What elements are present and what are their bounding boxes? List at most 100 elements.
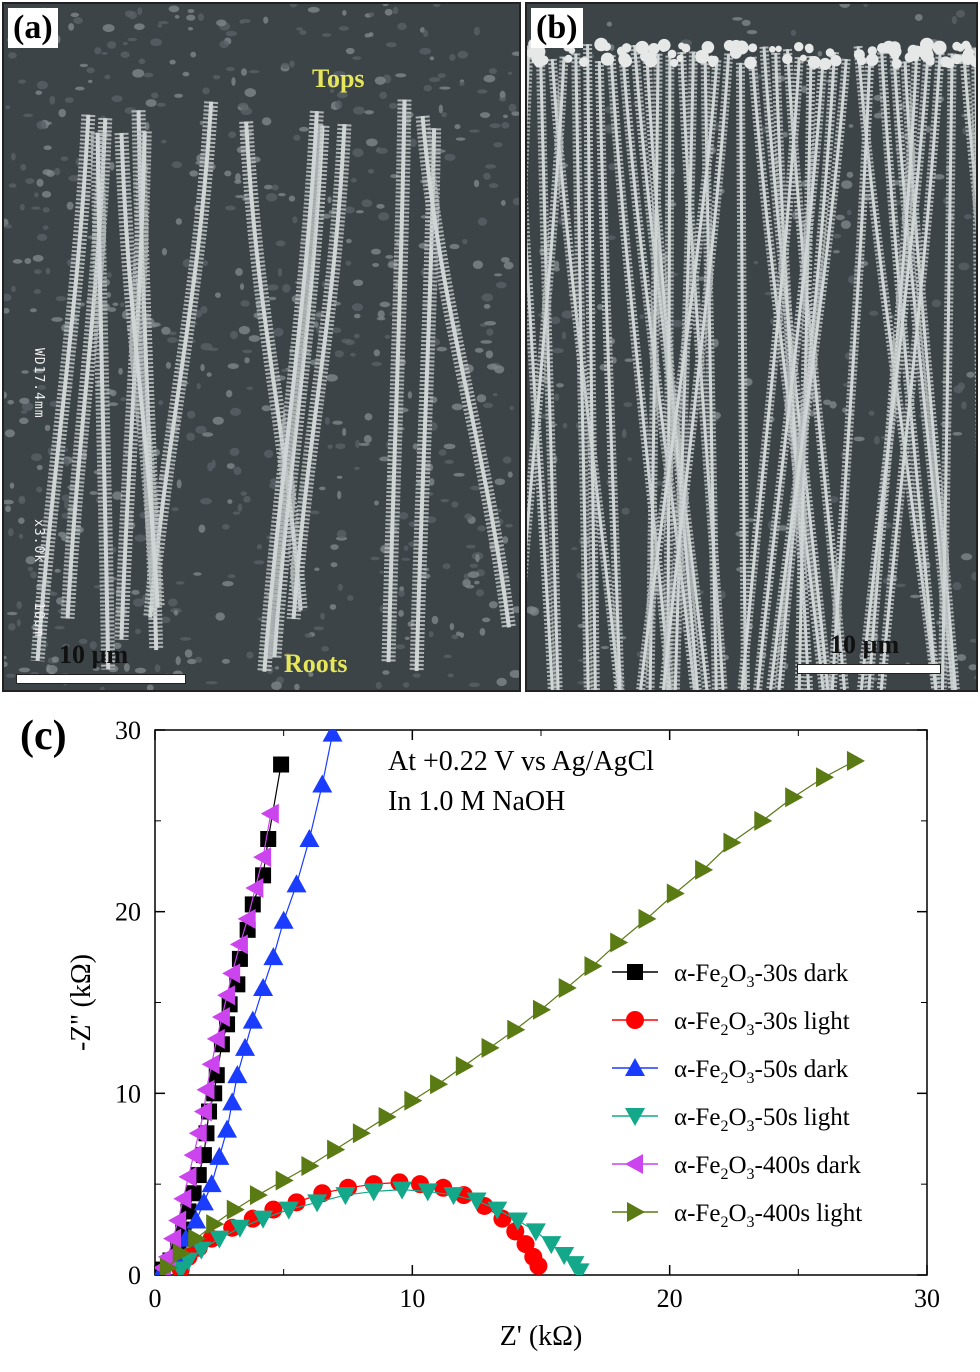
data-point [253, 847, 272, 868]
data-point [206, 1214, 225, 1235]
data-point [610, 932, 629, 953]
data-point [191, 1241, 212, 1260]
x-tick-label: 0 [149, 1284, 162, 1313]
legend-label: α-Fe2O3-400s dark [674, 1152, 861, 1183]
data-point [229, 1219, 250, 1238]
legend-label: α-Fe2O3-30s light [674, 1008, 850, 1039]
data-point [178, 1166, 197, 1187]
data-point [335, 1187, 356, 1206]
legend-label: α-Fe2O3-50s light [674, 1104, 850, 1135]
sem-texture-b [527, 4, 976, 690]
data-point [227, 1065, 248, 1084]
x-tick-label: 10 [399, 1284, 425, 1313]
data-point [209, 1230, 230, 1249]
data-point [275, 1170, 294, 1191]
legend-marker [627, 1202, 645, 1222]
data-point [242, 1010, 263, 1029]
data-point [159, 1257, 178, 1275]
data-point [569, 1263, 590, 1275]
data-point [481, 1037, 500, 1058]
series-line [167, 760, 856, 1269]
legend-label: α-Fe2O3-400s light [674, 1200, 862, 1231]
data-point [299, 829, 320, 847]
data-point [541, 1236, 562, 1255]
data-point [235, 1037, 256, 1056]
data-point [301, 1156, 320, 1176]
data-point [237, 908, 256, 929]
panel-c-label: (c) [20, 713, 67, 759]
data-point [584, 956, 603, 977]
data-point [754, 810, 773, 831]
scale-bar-b [797, 664, 941, 674]
data-point [260, 803, 279, 824]
data-point [507, 1212, 528, 1231]
y-axis-label: -Z'' (kΩ) [66, 954, 97, 1051]
legend: α-Fe2O3-30s dark α-Fe2O3-30s light α-Fe2O3… [612, 960, 862, 1231]
data-point [507, 1019, 526, 1040]
y-tick-label: 0 [128, 1261, 141, 1290]
series-3 [170, 1181, 590, 1275]
data-point [206, 1028, 225, 1049]
data-point [188, 1123, 207, 1144]
data-point [244, 896, 261, 913]
data-point [312, 774, 333, 793]
data-point [417, 1183, 438, 1202]
data-point [404, 1090, 423, 1111]
data-point [208, 1067, 225, 1084]
legend-marker [625, 1058, 645, 1076]
data-point [443, 1187, 464, 1206]
legend-label: α-Fe2O3-30s dark [674, 960, 849, 991]
sem-image-b: (b) 10 µm [525, 2, 978, 692]
legend-marker [626, 1011, 644, 1029]
data-point [327, 1139, 346, 1160]
data-point [201, 1174, 222, 1193]
condition-annotation: At +0.22 V vs Ag/AgCl [388, 746, 654, 777]
data-point [533, 999, 551, 1020]
data-point [378, 1106, 397, 1127]
data-point [322, 730, 343, 742]
legend-label: α-Fe2O3-50s dark [674, 1056, 849, 1087]
series-layer [155, 730, 865, 1275]
nanowire-group [527, 44, 976, 690]
data-point [222, 1092, 243, 1111]
scale-label-b: 10 µm [830, 630, 900, 659]
data-point [352, 1123, 371, 1144]
data-point [229, 934, 248, 955]
instrument-scale-text: 10um [31, 602, 46, 638]
data-point [455, 1056, 474, 1077]
data-point [209, 1146, 230, 1165]
data-point [188, 1228, 207, 1249]
data-point [273, 910, 294, 929]
data-point [392, 1181, 413, 1200]
data-point [157, 1246, 176, 1267]
scale-bar-a [16, 674, 186, 684]
data-point [430, 1074, 449, 1095]
sem-texture-a [4, 4, 519, 690]
data-point [163, 1228, 182, 1249]
data-point [529, 1256, 548, 1275]
tops-annotation: Tops [312, 64, 365, 93]
data-point [196, 1079, 215, 1100]
data-point [695, 859, 714, 880]
data-point [222, 963, 241, 984]
data-point [173, 1188, 192, 1209]
data-point [231, 950, 248, 967]
data-point [253, 1210, 274, 1229]
data-point [638, 908, 657, 929]
nanowire-group [30, 99, 516, 673]
legend-marker [627, 964, 643, 980]
legend-marker [625, 1108, 645, 1126]
series-4 [155, 803, 279, 1275]
scale-label-a: 10 µm [59, 640, 129, 669]
data-point [193, 1192, 214, 1211]
x-tick-label: 20 [657, 1284, 683, 1313]
data-point [260, 831, 277, 847]
legend-marker [625, 1154, 643, 1174]
data-point [217, 985, 236, 1006]
data-point [253, 977, 274, 996]
instrument-wd-text: WD17.4mm [31, 348, 46, 419]
data-point [183, 1145, 202, 1166]
panel-b-label: (b) [531, 8, 583, 48]
